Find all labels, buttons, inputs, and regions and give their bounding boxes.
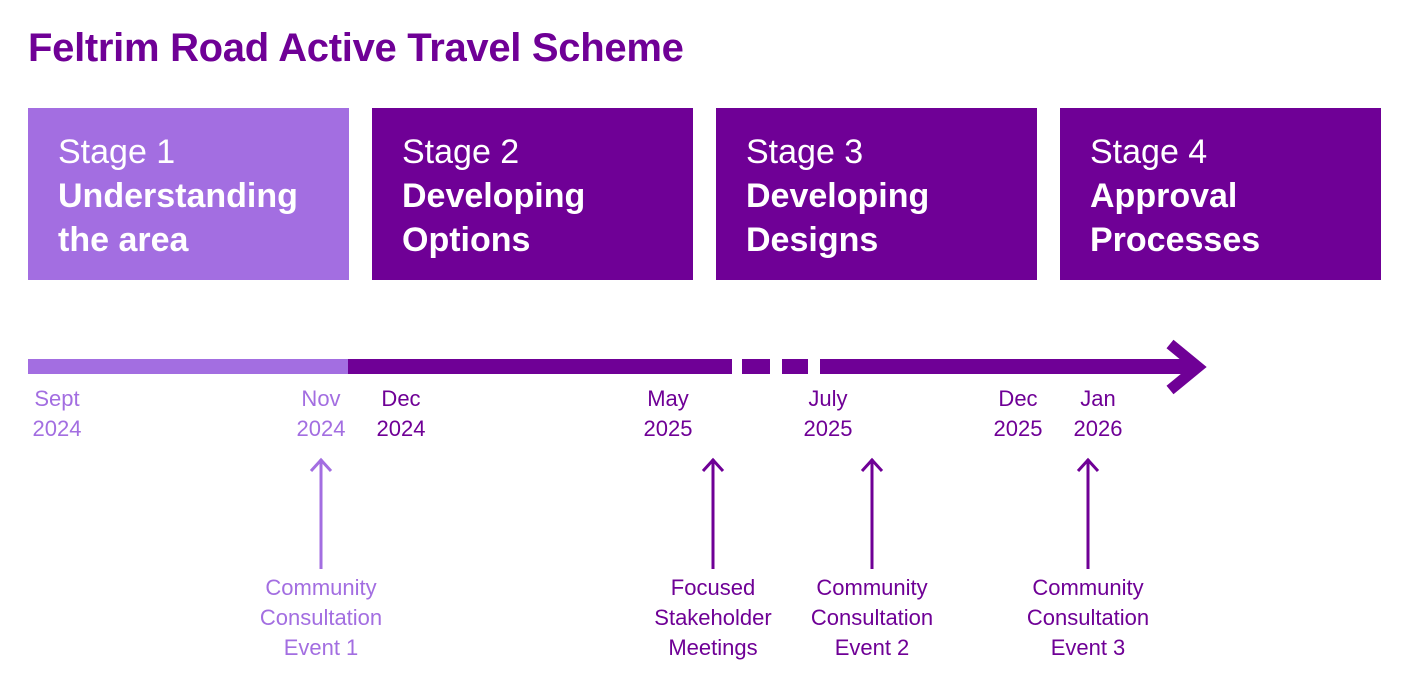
timeline-segment-stage-1 — [28, 359, 348, 374]
stage-4-name: Approval Processes — [1090, 177, 1261, 259]
timeline-gap-dash — [782, 359, 808, 374]
stage-1-box: Stage 1 Understanding the area — [28, 108, 349, 280]
page-title: Feltrim Road Active Travel Scheme — [28, 26, 684, 70]
stage-2-number: Stage 2 — [402, 133, 520, 171]
up-arrow-icon — [309, 457, 333, 569]
stage-3-number: Stage 3 — [746, 133, 864, 171]
stage-1-name: Understanding the area — [58, 177, 298, 259]
stage-3-box: Stage 3 Developing Designs — [716, 108, 1037, 280]
timeline-segment-main — [348, 359, 732, 374]
stage-1-number: Stage 1 — [58, 133, 176, 171]
up-arrow-icon — [860, 457, 884, 569]
up-arrow-icon — [1076, 457, 1100, 569]
stage-2-name: Developing Options — [402, 177, 586, 259]
timeline-arrowhead-icon — [1166, 339, 1207, 395]
timeline-gap-dash — [742, 359, 770, 374]
stage-4-box: Stage 4 Approval Processes — [1060, 108, 1381, 280]
timeline-segment-end — [820, 359, 1190, 374]
stage-2-box: Stage 2 Developing Options — [372, 108, 693, 280]
stage-3-name: Developing Designs — [746, 177, 930, 259]
stage-4-number: Stage 4 — [1090, 133, 1208, 171]
up-arrow-icon — [701, 457, 725, 569]
